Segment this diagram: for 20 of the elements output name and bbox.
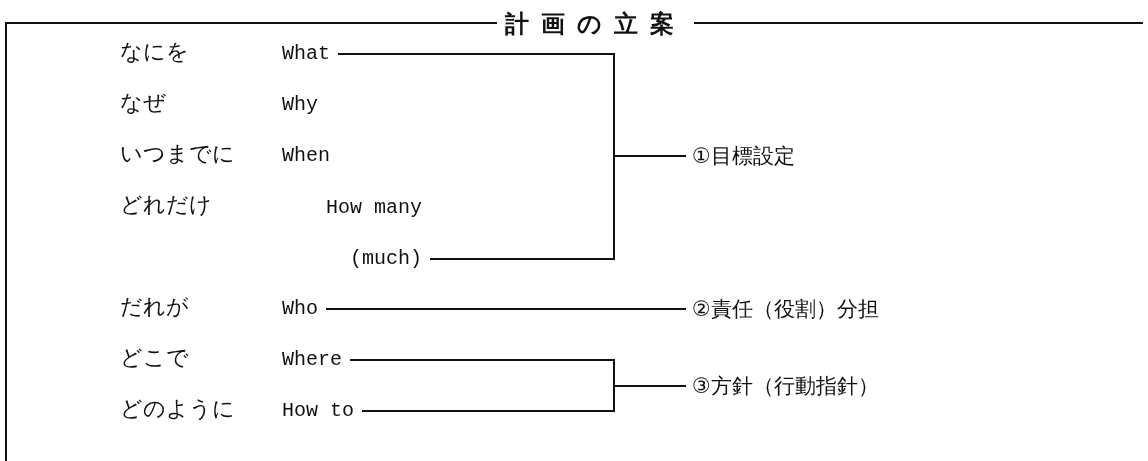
- question-word: When: [282, 142, 330, 170]
- question-word: Why: [282, 91, 318, 119]
- japanese-word: どれだけ: [120, 191, 212, 219]
- result-text: ①目標設定: [692, 142, 795, 170]
- result-text: ③方針（行動指針）: [692, 372, 879, 400]
- question-word: How many (much): [282, 182, 422, 284]
- bracket-line: [361, 385, 687, 412]
- bracket-line: [429, 155, 687, 260]
- question-word: Who: [282, 295, 318, 323]
- japanese-word: どこで: [120, 344, 189, 372]
- bracket-line: [325, 308, 687, 310]
- question-word: How to: [282, 397, 354, 425]
- japanese-word: なにを: [120, 38, 189, 66]
- question-word: What: [282, 40, 330, 68]
- japanese-word: いつまでに: [120, 140, 235, 168]
- question-word: Where: [282, 346, 342, 374]
- result-text: ②責任（役割）分担: [692, 295, 879, 323]
- japanese-word: なぜ: [120, 89, 166, 117]
- japanese-word: どのように: [120, 395, 235, 423]
- japanese-word: だれが: [120, 293, 189, 321]
